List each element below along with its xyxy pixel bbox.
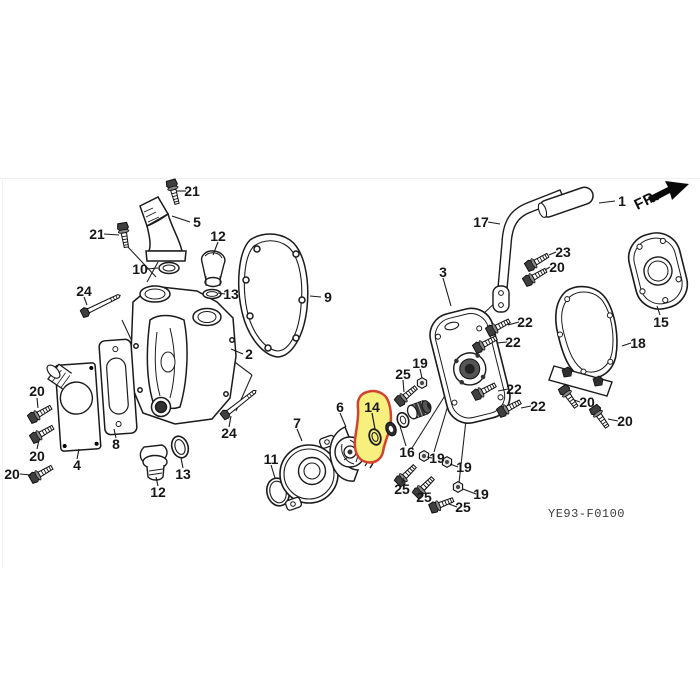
part-16-mechanical-seal: [385, 400, 432, 437]
image-frame-left: [2, 178, 3, 568]
part-label-20[interactable]: 20: [29, 383, 45, 399]
part-label-7[interactable]: 7: [293, 415, 301, 431]
image-frame-top: [0, 178, 700, 179]
part-label-20[interactable]: 20: [549, 259, 565, 275]
part-12-drain-plug: [139, 444, 168, 481]
part-label-13[interactable]: 13: [175, 466, 191, 482]
part-14-washer[interactable]: [367, 428, 382, 447]
part-label-24[interactable]: 24: [221, 425, 237, 441]
part-label-22[interactable]: 22: [506, 381, 522, 397]
part-label-12[interactable]: 12: [210, 228, 226, 244]
part-label-16[interactable]: 16: [399, 444, 415, 460]
part-label-1[interactable]: 1: [618, 193, 626, 209]
part-label-8[interactable]: 8: [112, 436, 120, 452]
part-label-13[interactable]: 13: [223, 286, 239, 302]
fr-direction-arrow: [648, 181, 689, 203]
part-3-pump-bracket: [429, 307, 511, 424]
part-label-20[interactable]: 20: [617, 413, 633, 429]
part-label-20[interactable]: 20: [29, 448, 45, 464]
part-label-6[interactable]: 6: [336, 399, 344, 415]
part-label-20[interactable]: 20: [4, 466, 20, 482]
part-label-21[interactable]: 21: [184, 183, 200, 199]
part-label-4[interactable]: 4: [73, 457, 81, 473]
part-7-volute-cover: [279, 434, 339, 511]
part-5-elbow-joint: [139, 196, 187, 262]
part-label-19[interactable]: 19: [412, 355, 428, 371]
part-label-25[interactable]: 25: [455, 499, 471, 515]
part-18-gasket-bracket: [548, 285, 618, 397]
part-label-19[interactable]: 19: [473, 486, 489, 502]
part-label-3[interactable]: 3: [439, 264, 447, 280]
part-15-bearing-flange: [627, 232, 689, 310]
part-label-5[interactable]: 5: [193, 214, 201, 230]
part-label-19[interactable]: 19: [456, 459, 472, 475]
part-8-gasket: [98, 338, 138, 436]
part-9-gasket: [237, 233, 309, 358]
leader-lines: [19, 190, 661, 508]
part-label-2[interactable]: 2: [245, 346, 253, 362]
part-label-9[interactable]: 9: [324, 289, 332, 305]
part-label-25[interactable]: 25: [394, 481, 410, 497]
part-13-oring-bottom: [170, 435, 190, 459]
part-label-12[interactable]: 12: [150, 484, 166, 500]
part-13-oring-top: [202, 288, 222, 300]
part-label-24[interactable]: 24: [76, 283, 92, 299]
part-14-leader: [371, 412, 376, 430]
part-label-22[interactable]: 22: [517, 314, 533, 330]
part-14-highlight[interactable]: [353, 389, 393, 464]
part-label-19[interactable]: 19: [429, 450, 445, 466]
part-label-23[interactable]: 23: [555, 244, 571, 260]
part-label-17[interactable]: 17: [473, 214, 489, 230]
part-label-22[interactable]: 22: [530, 398, 546, 414]
part-label-11[interactable]: 11: [263, 451, 279, 467]
part-label-22[interactable]: 22: [505, 334, 521, 350]
part-1-handle-grip: [537, 186, 594, 219]
part-12-filler-cap: [200, 250, 226, 288]
part-label-25[interactable]: 25: [416, 489, 432, 505]
part-10-gasket-ring-inner: [162, 264, 176, 272]
part-label-25[interactable]: 25: [395, 366, 411, 382]
part-label-15[interactable]: 15: [653, 314, 669, 330]
part-label-14[interactable]: 14: [364, 399, 380, 415]
part-label-20[interactable]: 20: [579, 394, 595, 410]
diagram-code: YE93-F0100: [548, 507, 626, 521]
part-label-10[interactable]: 10: [132, 261, 148, 277]
part-4-port-flange: [46, 362, 102, 452]
part-label-18[interactable]: 18: [630, 335, 646, 351]
part-label-21[interactable]: 21: [89, 226, 105, 242]
part-2-pump-body: [129, 285, 237, 425]
